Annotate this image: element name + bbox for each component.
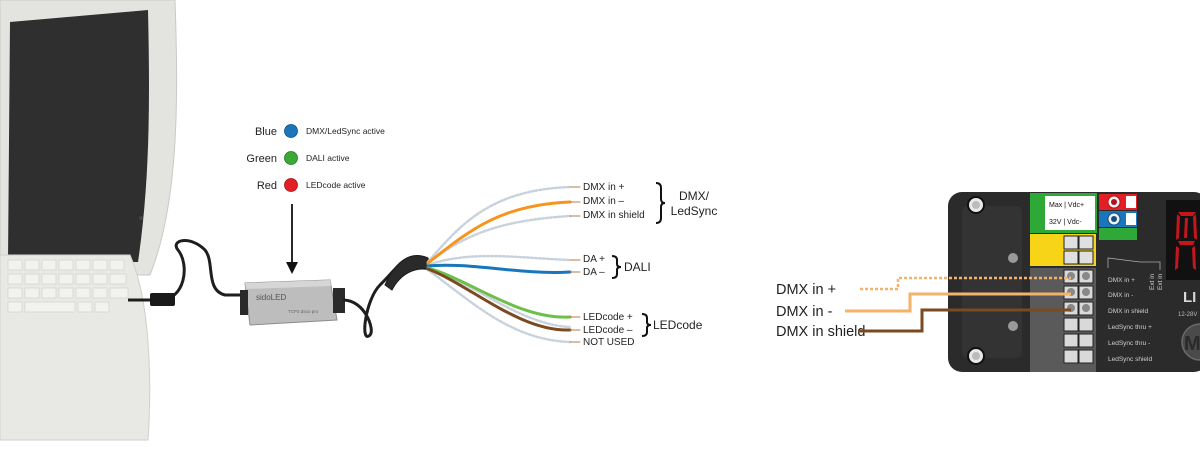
wire-harness: [384, 185, 581, 344]
feed-dmx-minus: [845, 292, 1071, 313]
terminal-label-3: DMX in shield: [1108, 308, 1148, 315]
legend-blue-dot: [284, 124, 298, 138]
usb-brand: sidoLED: [256, 293, 286, 302]
label-led-plus: LEDcode +: [583, 312, 633, 323]
label-dmx-minus: DMX in –: [583, 196, 625, 207]
wire-green: [426, 266, 572, 319]
label-led-minus: LEDcode –: [583, 325, 633, 336]
legend-green-meaning: DALI active: [306, 153, 350, 163]
terminal-label-6: LedSync shield: [1108, 356, 1152, 363]
wire-labels: DMX in + DMX in – DMX in shield DMX/ Led…: [583, 182, 717, 348]
led-controller: Max | Vdc+ 32V | Vdc-: [948, 192, 1200, 372]
conn-dmx-plus: DMX in +: [776, 282, 836, 298]
led-legend: Blue DMX/LedSync active Green DALI activ…: [246, 124, 385, 192]
brace-dmx: [655, 182, 666, 224]
signal-terminals: [1030, 268, 1096, 372]
power-label-1: Max | Vdc+: [1049, 202, 1084, 209]
label-da-plus: DA +: [583, 254, 605, 265]
label-dmx-shield: DMX in shield: [583, 210, 645, 221]
usb-plug: [150, 293, 175, 306]
power-label-2: 32V | Vdc-: [1049, 219, 1082, 226]
wire-blue: [426, 263, 572, 274]
laptop-base: [0, 254, 151, 441]
terminal-label-5: LedSync thru -: [1108, 340, 1150, 347]
usb-model: TCP3 dsoo pro: [288, 309, 319, 314]
terminal-label-1: DMX in +: [1108, 277, 1135, 284]
dmx-connection-labels: DMX in + DMX in - DMX in shield: [776, 282, 865, 340]
feed-dmx-shield: [858, 308, 1071, 333]
wire-orange: [426, 200, 572, 265]
legend-blue-name: Blue: [255, 126, 277, 138]
mode-knob: [1181, 323, 1200, 361]
voltage-fragment: 12-28V: [1178, 312, 1197, 318]
legend-red-name: Red: [257, 180, 277, 192]
dmx-feed-wires: [845, 276, 1071, 333]
brace-ledcode: [641, 313, 652, 337]
knob-letter: M: [1184, 333, 1200, 355]
ext-label-2: Ext in: [1157, 273, 1164, 290]
legend-red-dot: [284, 178, 298, 192]
cable-sleeve: [384, 255, 431, 291]
conn-dmx-shield: DMX in shield: [776, 324, 865, 340]
wire-brown: [426, 267, 572, 332]
label-dmx-plus: DMX in +: [583, 182, 625, 193]
brace-dali: [611, 255, 622, 279]
feed-dmx-plus: [860, 276, 1071, 291]
label-dali-group: DALI: [624, 260, 651, 274]
terminal-label-4: LedSync thru +: [1108, 324, 1152, 331]
label-ledcode-group: LEDcode: [653, 318, 703, 332]
conn-dmx-minus: DMX in -: [776, 304, 833, 320]
terminal-label-2: DMX in -: [1108, 292, 1133, 299]
laptop: [0, 0, 245, 441]
legend-green-dot: [284, 151, 298, 165]
label-dmx-group: DMX/: [679, 189, 710, 203]
laptop-screen: [8, 10, 149, 262]
brand-fragment: LI: [1183, 289, 1196, 306]
ext-label-1: Ext in: [1149, 273, 1156, 290]
legend-red-meaning: LEDcode active: [306, 180, 366, 190]
laptop-keyboard: [7, 259, 129, 313]
legend-blue-meaning: DMX/LedSync active: [306, 126, 385, 136]
label-not-used: NOT USED: [583, 337, 635, 348]
usb-interface: sidoLED TCP3 dsoo pro: [240, 204, 406, 338]
label-da-minus: DA –: [583, 267, 605, 278]
legend-green-name: Green: [246, 153, 277, 165]
label-dmx-group2: LedSync: [671, 204, 718, 218]
